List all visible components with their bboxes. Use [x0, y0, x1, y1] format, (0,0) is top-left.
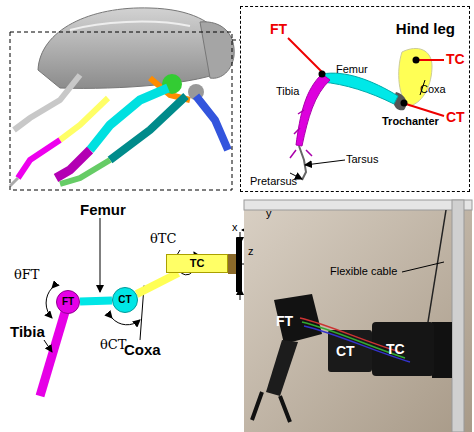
- photo-label: CT: [336, 344, 355, 358]
- photo-label: TC: [386, 342, 405, 356]
- angle-label: θTC: [150, 232, 176, 245]
- photo-label: Flexible cable: [330, 266, 397, 277]
- part-label: Trochanter: [382, 116, 439, 127]
- zoom-leader: [232, 40, 240, 41]
- joint-label: FT: [270, 22, 287, 36]
- photo-label: FT: [276, 314, 293, 328]
- zoom-frame: [10, 32, 232, 190]
- part-label: Femur: [336, 64, 368, 75]
- joint-box: TC: [166, 254, 228, 273]
- axis-label: y: [266, 208, 272, 219]
- axis-label: x: [232, 222, 238, 233]
- part-label: Coxa: [124, 342, 161, 357]
- part-label: Tibia: [10, 324, 45, 339]
- node-text: FT: [62, 297, 74, 307]
- hind-leg-render: [288, 38, 444, 180]
- part-label: Tarsus: [346, 154, 378, 165]
- node-text: Hind leg: [396, 21, 455, 36]
- part-label: Coxa: [420, 84, 446, 95]
- part-label: Pretarsus: [250, 176, 297, 187]
- joint-label: CT: [446, 110, 465, 124]
- leg-segment: [137, 273, 179, 294]
- joint-circle: CT: [112, 287, 138, 313]
- node-text: CT: [118, 295, 131, 305]
- part-label: Femur: [80, 202, 126, 217]
- beetle-render: [10, 8, 234, 186]
- joint-label: TC: [446, 52, 465, 66]
- angle-label: θFT: [14, 268, 40, 281]
- axis-label: z: [248, 246, 254, 257]
- joint-circle: FT: [56, 290, 80, 314]
- schematic: [40, 218, 250, 396]
- node-text: TC: [190, 258, 205, 269]
- leg-segment: [80, 300, 112, 301]
- angle-label: θCT: [100, 338, 126, 351]
- part-label: Tibia: [276, 86, 299, 97]
- robot-photo: [244, 200, 472, 432]
